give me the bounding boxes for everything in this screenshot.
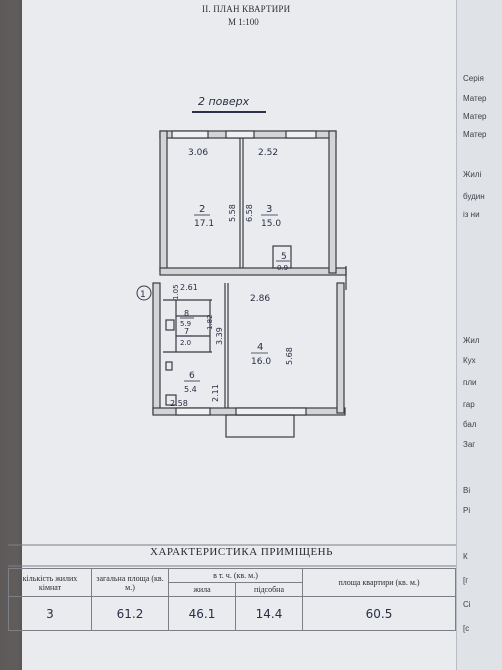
side-label: будин — [463, 192, 485, 201]
room-number: 4 — [257, 342, 263, 353]
room-area: 17.1 — [194, 219, 214, 229]
room-area: 15.0 — [261, 219, 281, 229]
header-living: жила — [168, 582, 236, 597]
room-area: 5.4 — [184, 385, 197, 394]
dim-hall-height: 3.39 — [215, 327, 224, 345]
value-apartment-area: 60.5 — [302, 596, 456, 631]
value-living: 46.1 — [168, 596, 236, 631]
value-rooms-count: 3 — [8, 596, 92, 631]
room-number: 5 — [281, 252, 287, 262]
dim-mid-wall: 2.61 — [180, 283, 198, 292]
dim-top-right: 2.52 — [258, 148, 278, 158]
room-area: 5.9 — [180, 320, 191, 328]
header-apartment-area: площа квартири (кв. м.) — [302, 568, 456, 597]
header-incl: в т. ч. (кв. м.) — [168, 568, 303, 583]
dim-bottom-left: 2.58 — [170, 399, 188, 408]
side-label: Серія — [463, 74, 484, 83]
axis-marker-label: 1 — [140, 290, 146, 300]
side-label: Рі — [463, 506, 471, 515]
dim-room2-height: 5.58 — [228, 204, 237, 222]
header-auxiliary: підсобна — [235, 582, 303, 597]
adjacent-sheet: Серія Матер Матер Матер Жилі будин із ни… — [456, 0, 502, 670]
dim-room4-height: 5.68 — [285, 347, 294, 365]
side-label: Жил — [463, 336, 480, 345]
dim-kitchen-height: 2.11 — [211, 384, 220, 402]
room-number: 7 — [184, 327, 189, 336]
side-label: із ни — [463, 210, 480, 219]
side-label: пли — [463, 378, 477, 387]
side-label: Матер — [463, 130, 487, 139]
side-label: [c — [463, 624, 470, 633]
dim-top-left: 3.06 — [188, 148, 208, 158]
plan-scale: М 1:100 — [228, 17, 259, 27]
room-area: 16.0 — [251, 357, 271, 367]
side-label: Заг — [463, 440, 476, 449]
plan-walls — [152, 130, 347, 438]
room-area: 0.9 — [277, 264, 288, 272]
dim-hall-small: 1.82 — [206, 314, 214, 330]
side-label: Кух — [463, 356, 476, 365]
characteristics-table: кількість жилих кімнат загальна площа (к… — [8, 568, 456, 631]
characteristics-title: ХАРАКТЕРИСТИКА ПРИМІЩЕНЬ — [150, 546, 333, 558]
axis-marker — [136, 285, 152, 301]
value-total-area: 61.2 — [91, 596, 169, 631]
dim-room4-width: 2.86 — [250, 294, 270, 304]
value-auxiliary: 14.4 — [235, 596, 303, 631]
side-label: Жилі — [463, 170, 482, 179]
side-label: Матер — [463, 112, 487, 121]
header-rooms-count: кількість жилих кімнат — [8, 568, 92, 597]
plan-title: ІІ. ПЛАН КВАРТИРИ — [202, 4, 291, 14]
side-label: бал — [463, 420, 477, 429]
side-label: Ві — [463, 486, 471, 495]
room-area: 2.0 — [180, 339, 191, 347]
floor-label: 2 поверх — [198, 95, 250, 108]
side-label: Матер — [463, 94, 487, 103]
side-label: Ci — [463, 600, 471, 609]
floor-underline — [192, 111, 266, 113]
room-number: 8 — [184, 309, 189, 318]
side-label: гар — [463, 400, 475, 409]
room-number: 2 — [199, 204, 205, 215]
dim-room3-height: 6.58 — [245, 204, 254, 222]
side-label: К — [463, 552, 468, 561]
side-label: [г — [463, 576, 469, 585]
header-total-area: загальна площа (кв. м.) — [91, 568, 169, 597]
dim-bath-width: 1.05 — [172, 284, 180, 300]
room-number: 3 — [266, 204, 272, 215]
room-number: 6 — [189, 371, 195, 381]
